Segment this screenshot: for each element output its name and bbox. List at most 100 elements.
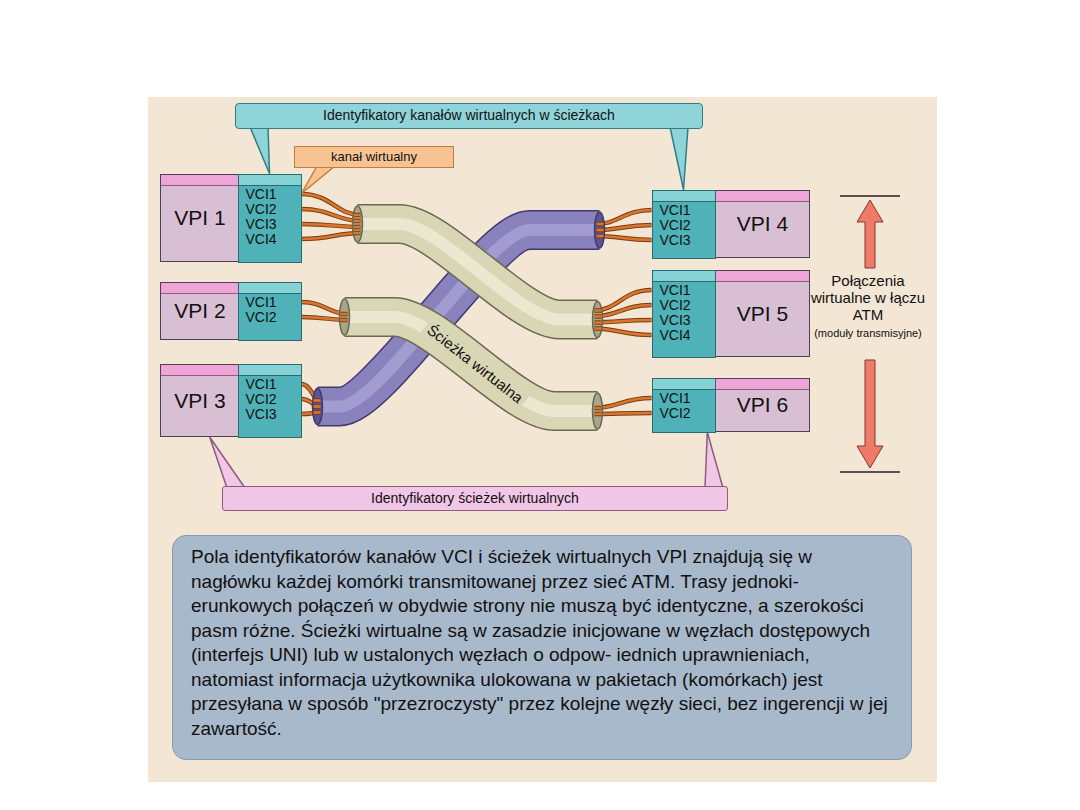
callout-pointer xyxy=(670,127,688,190)
wire-outline xyxy=(595,314,602,319)
callout-wedge xyxy=(670,127,688,190)
vci-label: VCI3 xyxy=(653,233,715,248)
callout-pointer xyxy=(210,437,245,488)
vci-label: VCI2 xyxy=(653,218,715,233)
tube-end xyxy=(313,389,323,425)
vpi-label: VPI 1 xyxy=(161,206,239,230)
wire-outline xyxy=(597,210,652,224)
tube-body xyxy=(345,317,598,411)
top-strip xyxy=(653,379,715,390)
vci-label: VCI2 xyxy=(239,202,301,217)
callout-box: Identyfikatory kanałów wirtualnych w ści… xyxy=(235,103,703,129)
vci-label: VCI1 xyxy=(653,203,715,218)
wire-outline xyxy=(302,224,361,227)
wire xyxy=(314,405,321,408)
wire-outline xyxy=(341,318,348,323)
wire xyxy=(595,315,602,318)
tube-end xyxy=(340,299,350,335)
wire-outline xyxy=(302,413,321,415)
wire xyxy=(595,329,652,336)
up-arrow xyxy=(857,200,883,268)
wire xyxy=(302,233,361,239)
wire-outline xyxy=(354,213,361,218)
callout-pointer xyxy=(250,127,270,174)
vci-block: VCI1VCI2 xyxy=(652,378,716,433)
callout-text: kanał wirtualny xyxy=(295,147,453,166)
vci-block: VCI1VCI2 xyxy=(238,282,302,341)
tube-end xyxy=(593,302,603,338)
wire-outline xyxy=(597,234,604,239)
description-box: Pola identyfikatorów kanałów VCI i ścież… xyxy=(172,535,912,760)
wire-outline xyxy=(354,225,361,230)
vci-label: VCI2 xyxy=(653,406,715,421)
virtual-path-tube xyxy=(302,210,652,425)
vci-label: VCI2 xyxy=(653,298,715,313)
wire xyxy=(595,321,602,324)
vpi-box: VPI 6VCI1VCI2 xyxy=(652,378,810,432)
vci-label: VCI1 xyxy=(653,283,715,298)
bracket-line xyxy=(840,195,900,197)
wire-outline xyxy=(595,308,602,313)
wire-outline xyxy=(302,233,361,239)
wire xyxy=(595,413,602,416)
bracket-line xyxy=(840,471,900,473)
vci-label: VCI3 xyxy=(239,217,301,232)
wire-outline xyxy=(354,219,361,224)
wire xyxy=(595,309,602,312)
path-label: Ścieżka wirtualna xyxy=(420,318,529,409)
wire xyxy=(595,407,602,410)
vci-label: VCI2 xyxy=(239,310,301,325)
vpi-box: VPI 2VCI1VCI2 xyxy=(160,282,302,340)
down-arrow xyxy=(857,360,883,468)
callout-pointer xyxy=(705,432,723,488)
callout-box: Identyfikatory ścieżek wirtualnych xyxy=(222,486,728,511)
wire xyxy=(302,224,361,227)
wire xyxy=(302,399,321,407)
vpi-box: VPI 3VCI1VCI2VCI3 xyxy=(160,364,302,437)
vpi-label: VPI 6 xyxy=(717,393,808,417)
callout-box: kanał wirtualny xyxy=(294,146,454,168)
callout-wedge xyxy=(302,166,336,194)
wire xyxy=(354,226,361,229)
wire xyxy=(341,319,348,322)
vci-block: VCI1VCI2VCI3 xyxy=(238,364,302,438)
wire-outline xyxy=(597,228,604,233)
tube-highlight xyxy=(345,317,598,411)
wire-outline xyxy=(597,222,604,227)
wire-outline xyxy=(595,320,602,325)
vci-label: VCI2 xyxy=(239,392,301,407)
top-strip xyxy=(653,271,715,282)
vci-block: VCI1VCI2VCI3VCI4 xyxy=(652,270,716,358)
callout-text: Identyfikatory kanałów wirtualnych w ści… xyxy=(236,104,702,126)
link-label: Połączenia wirtualne w łączu ATM xyxy=(810,272,926,323)
tube-end xyxy=(593,393,603,429)
wire xyxy=(354,214,361,217)
wire-outline xyxy=(595,326,602,331)
wire-outline xyxy=(302,399,321,407)
vci-label: VCI1 xyxy=(239,377,301,392)
wire-outline xyxy=(314,410,321,415)
vpi-label: VPI 3 xyxy=(161,389,239,413)
wire xyxy=(597,235,604,238)
vci-label: VCI4 xyxy=(239,232,301,247)
vci-label: VCI4 xyxy=(653,328,715,343)
top-strip xyxy=(239,365,301,376)
vpi-box: VPI 5VCI1VCI2VCI3VCI4 xyxy=(652,270,810,357)
wire-outline xyxy=(595,406,602,411)
vci-block: VCI1VCI2VCI3 xyxy=(652,190,716,259)
wire xyxy=(354,232,361,235)
vpi-label: VPI 4 xyxy=(717,212,808,236)
tube-end xyxy=(595,212,605,248)
top-strip xyxy=(239,175,301,186)
wire-outline xyxy=(341,312,348,317)
wire xyxy=(302,413,321,415)
wire xyxy=(597,223,604,226)
wire-outline xyxy=(302,209,361,221)
callout-wedge xyxy=(250,127,270,174)
wire xyxy=(314,399,321,402)
tube-outline xyxy=(345,317,598,411)
callout-pointer xyxy=(302,166,336,194)
